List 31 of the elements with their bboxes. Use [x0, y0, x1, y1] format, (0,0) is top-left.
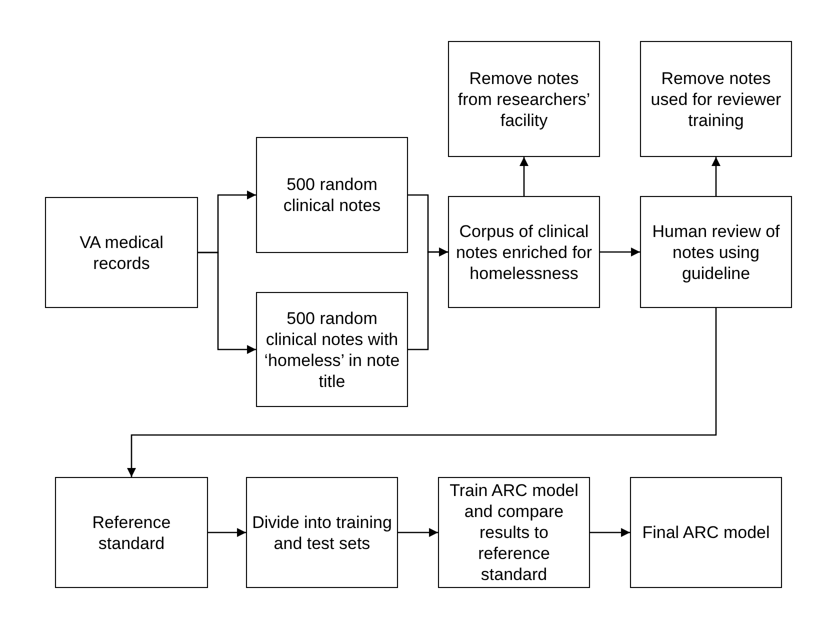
process-box: [438, 477, 590, 588]
arrow: [408, 248, 448, 350]
arrow: [590, 528, 630, 537]
arrow: [712, 157, 720, 196]
process-box: [640, 196, 792, 308]
process-box: [448, 41, 600, 157]
process-box: [630, 477, 782, 588]
box-text: Human review of notes using guideline: [651, 220, 781, 284]
arrow: [127, 308, 717, 477]
box-text: 500 random clinical notes with ‘homeless’ in note title: [263, 308, 401, 392]
process-box: [256, 292, 408, 407]
box-text: Final ARC model: [642, 522, 770, 543]
process-box: [256, 137, 408, 253]
arrow: [520, 157, 528, 196]
box-text: Train ARC model and compare results to reference standard: [448, 480, 580, 585]
process-box: [640, 41, 792, 157]
box-text: Divide into training and test sets: [251, 512, 393, 554]
arrow: [198, 252, 256, 354]
process-box: [45, 197, 198, 308]
box-text: Remove notes used for reviewer training: [650, 68, 782, 130]
process-box: [448, 196, 600, 308]
box-text: Corpus of clinical notes enriched for homelessness: [454, 220, 594, 284]
box-text: Reference standard: [91, 512, 172, 554]
process-box: [246, 477, 398, 588]
arrow: [600, 248, 640, 256]
arrow: [398, 528, 438, 537]
box-text: Remove notes from researchers’ facility: [456, 68, 592, 130]
arrow: [208, 528, 246, 537]
process-box: [55, 477, 208, 588]
box-text: VA medical records: [78, 232, 164, 274]
box-text: 500 random clinical notes: [282, 174, 382, 216]
